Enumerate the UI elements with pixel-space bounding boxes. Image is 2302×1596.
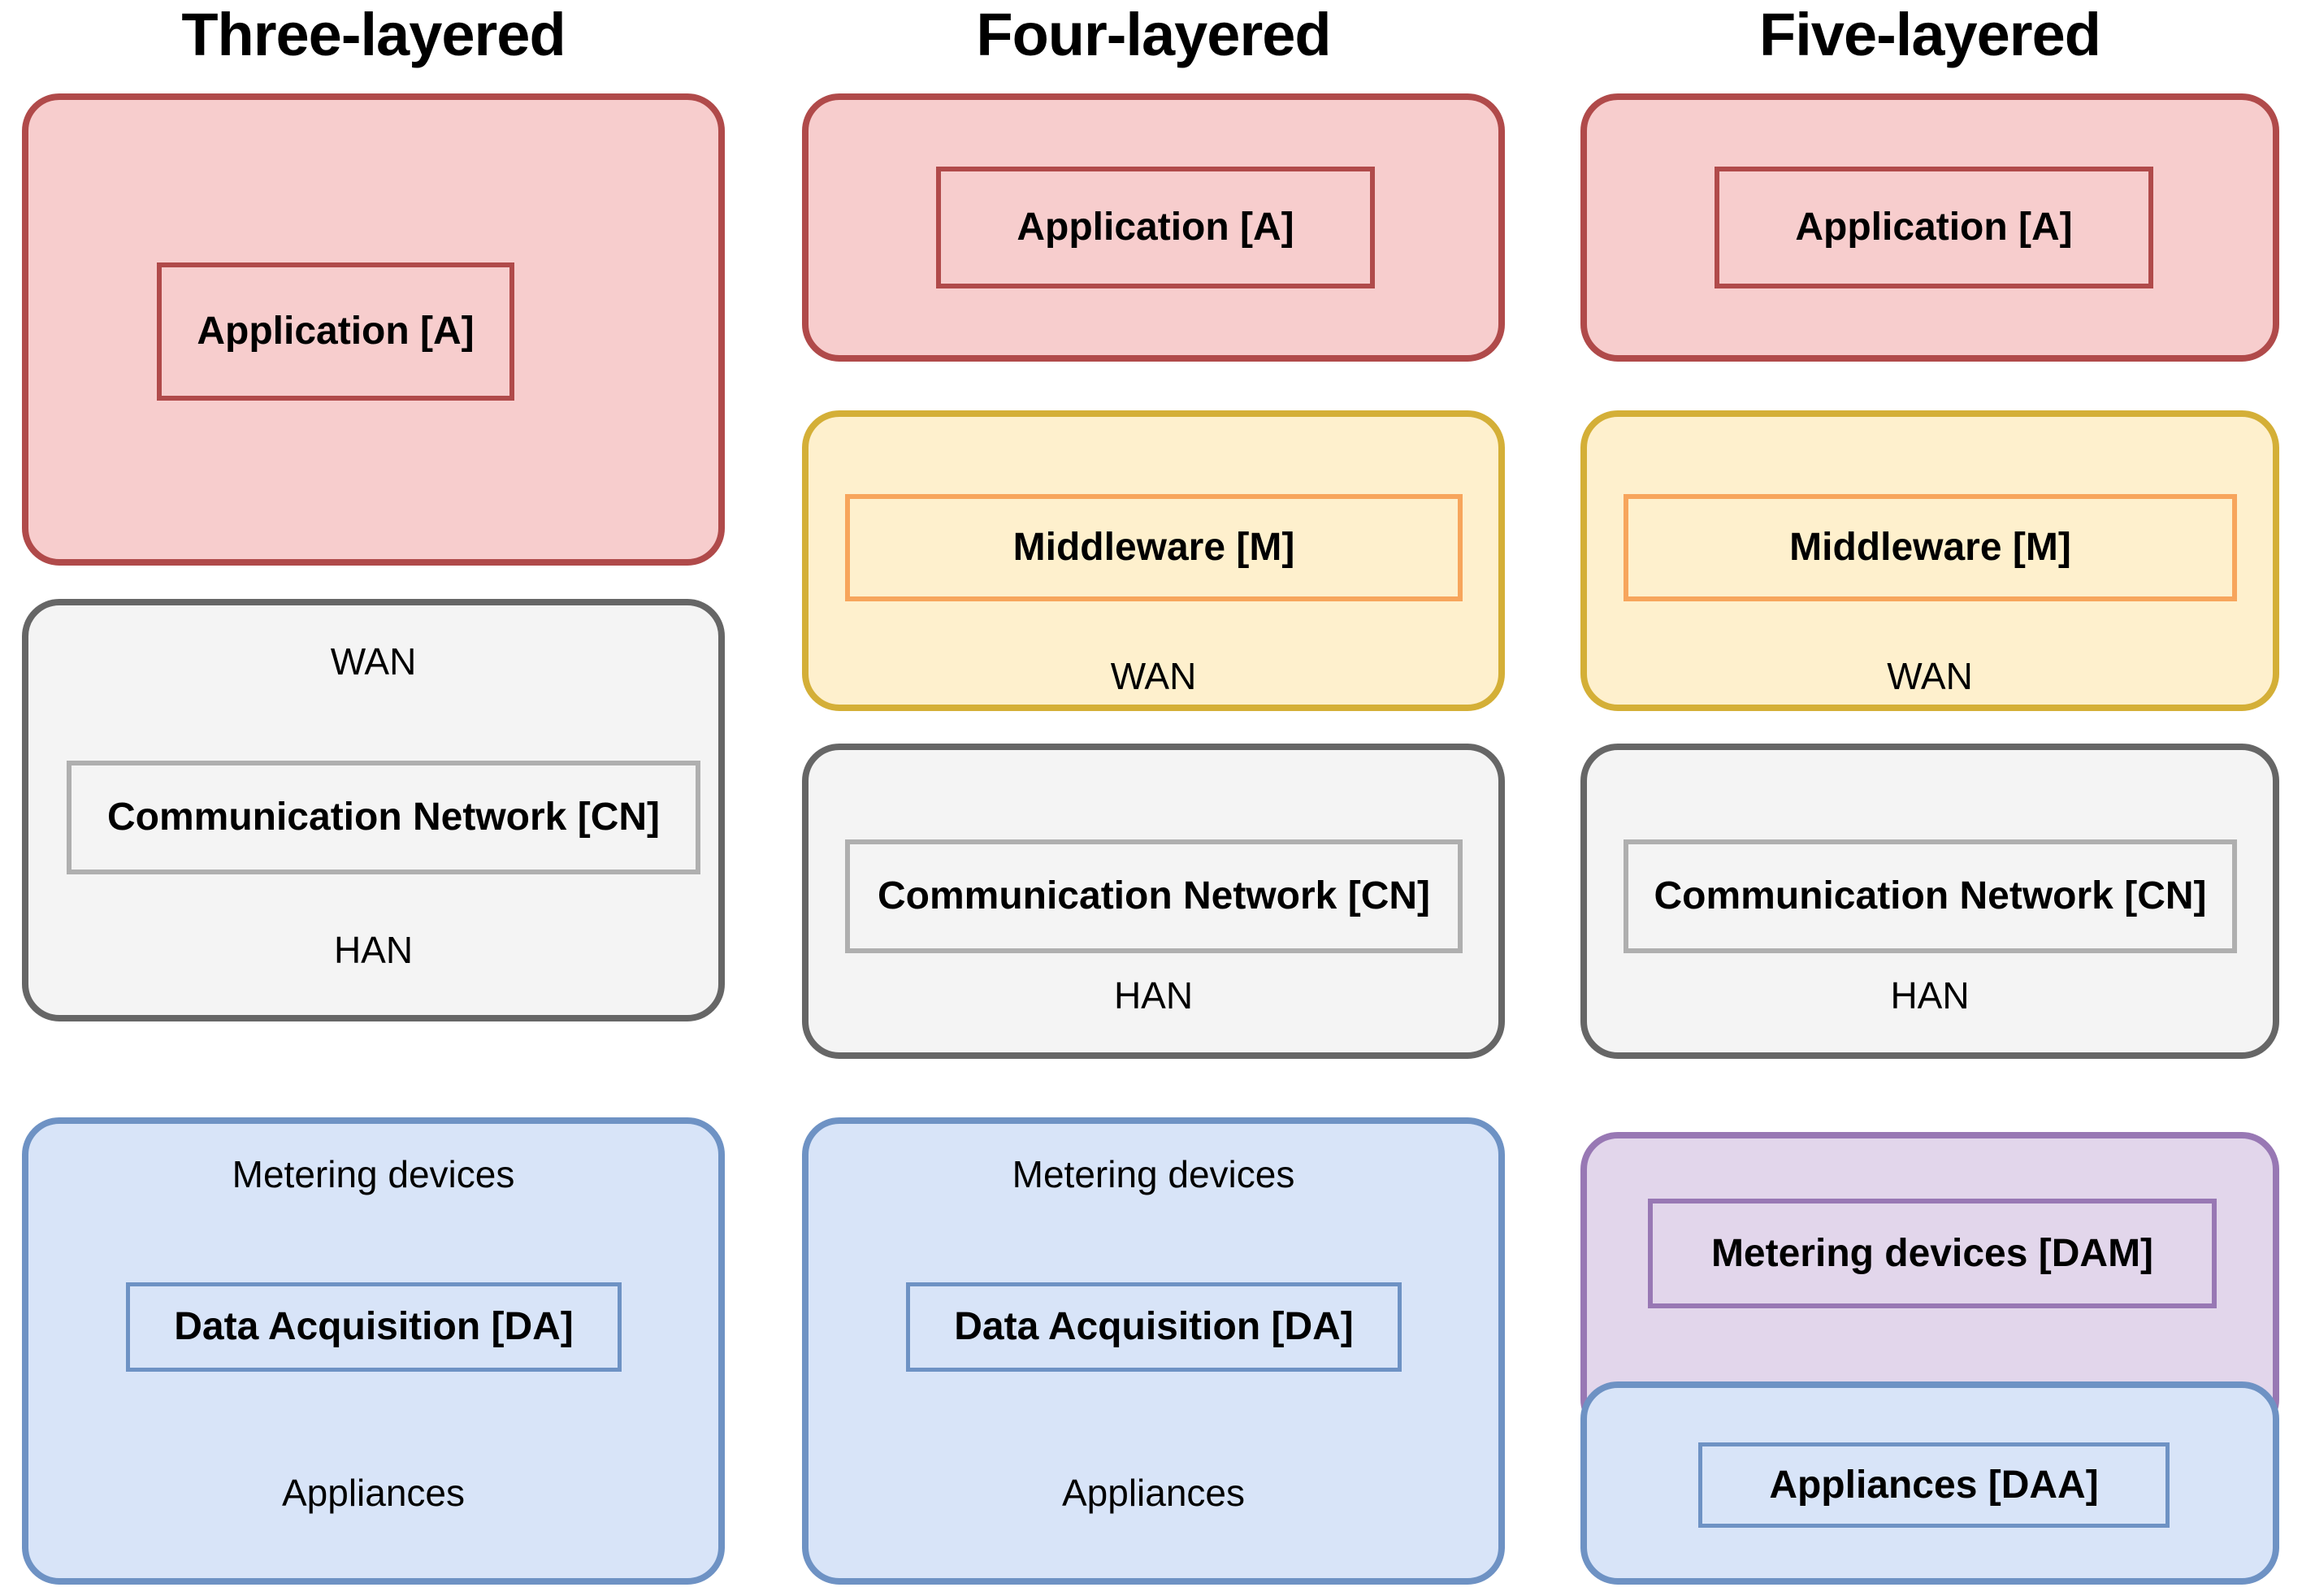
appliances-label-four: Appliances — [1061, 1472, 1246, 1514]
middleware-box-five: Middleware [M] — [1624, 494, 2237, 601]
column-title-four-layered: Four-layered — [976, 1, 1331, 68]
column-title-three-layered: Three-layered — [181, 1, 566, 68]
middleware-box-four: Middleware [M] — [845, 494, 1463, 601]
wan-label-four: WAN — [1110, 655, 1197, 697]
cn-box-three: Communication Network [CN] — [67, 761, 700, 874]
dam-box-five: Metering devices [DAM] — [1648, 1199, 2217, 1308]
application-box-five: Application [A] — [1715, 167, 2153, 288]
daa-box-five: Appliances [DAA] — [1698, 1442, 2170, 1528]
application-box-three-label: Application [A] — [157, 262, 514, 401]
metering-label-three: Metering devices — [232, 1153, 515, 1195]
cn-box-five: Communication Network [CN] — [1624, 839, 2237, 953]
han-label-three: HAN — [333, 929, 414, 971]
appliances-label-three: Appliances — [281, 1472, 466, 1514]
han-label-four: HAN — [1113, 974, 1194, 1017]
metering-label-four: Metering devices — [1012, 1153, 1295, 1195]
wan-label-three: WAN — [330, 640, 417, 683]
application-box-four: Application [A] — [936, 167, 1375, 288]
column-title-five-layered: Five-layered — [1759, 1, 2101, 68]
han-label-five: HAN — [1890, 974, 1970, 1017]
da-box-four: Data Acquisition [DA] — [906, 1282, 1402, 1372]
da-box-three: Data Acquisition [DA] — [126, 1282, 622, 1372]
cn-box-four: Communication Network [CN] — [845, 839, 1463, 953]
layer-application-five — [1580, 93, 2279, 362]
wan-label-five: WAN — [1887, 655, 1973, 697]
